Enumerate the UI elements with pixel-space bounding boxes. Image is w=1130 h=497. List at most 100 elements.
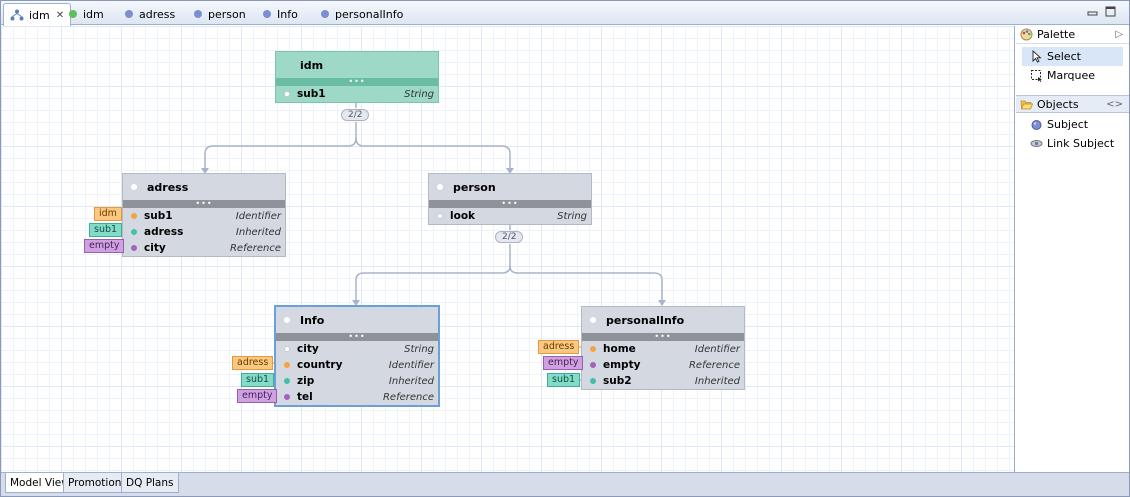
diagram-icon [10, 9, 24, 21]
attribute-name: sub1 [144, 210, 173, 222]
link-tag[interactable]: empty [543, 356, 584, 370]
tab-idm-diagram[interactable]: idm ✕ [3, 3, 72, 26]
port-dot [284, 378, 290, 384]
palette-icon [1020, 28, 1033, 41]
tab-dq-plans[interactable]: DQ Plans [121, 473, 179, 493]
port-dot [131, 245, 137, 251]
link-tag[interactable]: sub1 [241, 373, 275, 387]
link-tag[interactable]: adress [538, 340, 580, 354]
palette-object-label: Subject [1047, 118, 1089, 131]
minimize-icon[interactable] [1087, 6, 1098, 17]
blue-dot-icon [125, 10, 133, 18]
attribute-type: Reference [229, 242, 281, 254]
bottom-tab-bar: Model View Promotions DQ Plans [1, 472, 1129, 496]
port-dot [131, 229, 137, 235]
palette-tool-select[interactable]: Select [1022, 47, 1123, 66]
attribute-type: Reference [382, 391, 434, 403]
marquee-icon [1031, 70, 1042, 82]
attribute-name: adress [144, 226, 184, 238]
port-dot [590, 346, 596, 352]
node-header: Info [276, 307, 438, 333]
link-tag[interactable]: sub1 [547, 373, 581, 387]
link-tag[interactable]: idm [94, 207, 122, 221]
tab-person[interactable]: person [188, 3, 252, 25]
cardinality-badge[interactable]: 2/2 [495, 231, 524, 243]
node-separator: ••• [123, 200, 285, 208]
node-header: person [429, 174, 591, 200]
node-title: adress [147, 180, 189, 194]
link-tag[interactable]: sub1 [89, 223, 123, 237]
cursor-arrow-icon [1032, 50, 1042, 63]
tab-label: Promotions [68, 476, 127, 489]
node-separator: ••• [276, 78, 438, 86]
port-dot [284, 362, 290, 368]
diagram-canvas[interactable]: 2/2 2/2 idm ••• sub1 String adress ••• su… [1, 26, 1015, 472]
link-tag[interactable]: adress [232, 356, 274, 370]
palette-panel: Palette ▷ Select Marquee Objects <> Subj… [1016, 26, 1129, 472]
palette-object-subject[interactable]: Subject [1016, 115, 1129, 134]
node-title: Info [300, 313, 325, 327]
link-subject-icon [1030, 140, 1043, 147]
attribute-name: city [144, 242, 166, 254]
palette-tool-label: Marquee [1047, 69, 1096, 82]
palette-title: Palette [1037, 28, 1076, 41]
tab-label: personalInfo [335, 7, 404, 21]
tab-info[interactable]: Info [257, 3, 304, 25]
entity-node-idm[interactable]: idm ••• sub1 String [275, 51, 439, 103]
pin-icon[interactable]: <> [1106, 98, 1123, 110]
attribute-row[interactable]: sub1 String [276, 86, 438, 102]
palette-tool-marquee[interactable]: Marquee [1016, 66, 1129, 85]
blue-dot-icon [194, 10, 202, 18]
tab-label: Info [277, 7, 298, 21]
node-title: personalInfo [606, 313, 685, 327]
palette-header[interactable]: Palette ▷ [1016, 26, 1129, 44]
tab-label: person [208, 7, 246, 21]
port-dot [284, 394, 290, 400]
tab-label: adress [139, 7, 176, 21]
attribute-type: String [404, 88, 434, 100]
attribute-name: tel [297, 391, 313, 403]
attribute-row[interactable]: city Reference [123, 240, 285, 256]
port-dot [437, 213, 443, 219]
tab-label: Model View [10, 476, 70, 489]
port-dot [131, 213, 137, 219]
attribute-name: look [450, 210, 476, 222]
palette-object-link-subject[interactable]: Link Subject [1016, 134, 1129, 153]
attribute-row[interactable]: adress Inherited [123, 224, 285, 240]
attribute-name: home [603, 343, 636, 355]
tab-promotions[interactable]: Promotions [63, 473, 132, 493]
close-icon[interactable]: ✕ [55, 9, 65, 21]
attribute-row[interactable]: tel Reference [276, 389, 438, 405]
attribute-type: Inherited [694, 375, 740, 387]
cardinality-badge[interactable]: 2/2 [341, 109, 370, 121]
tab-idm[interactable]: idm [63, 3, 110, 25]
tab-label: idm [83, 7, 104, 21]
link-tag[interactable]: empty [84, 239, 125, 253]
node-header: idm [276, 52, 438, 78]
node-title: person [453, 180, 496, 194]
link-tag[interactable]: empty [237, 389, 278, 403]
attribute-type: Identifier [388, 359, 434, 371]
maximize-icon[interactable] [1105, 6, 1116, 17]
node-separator: ••• [429, 200, 591, 208]
tab-model-view[interactable]: Model View [5, 473, 75, 493]
palette-drawer-objects[interactable]: Objects <> [1016, 95, 1129, 113]
tab-personalinfo[interactable]: personalInfo [315, 3, 409, 25]
collapse-arrow-icon[interactable]: ▷ [1115, 29, 1123, 40]
tab-adress[interactable]: adress [119, 3, 181, 25]
attribute-name: sub1 [297, 88, 326, 100]
attribute-type: Inherited [235, 226, 281, 238]
